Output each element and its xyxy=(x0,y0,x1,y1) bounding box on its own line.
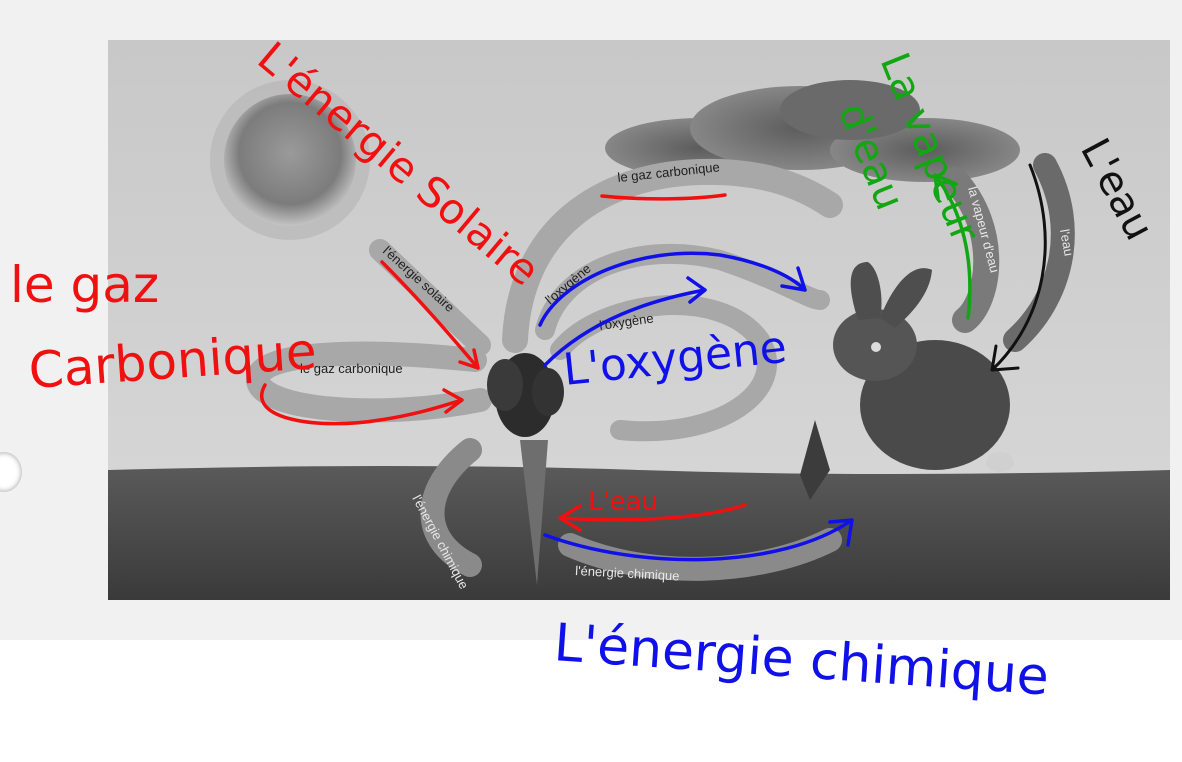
handwritten-chemical-energy: L'énergie chimique xyxy=(552,613,1051,707)
handwritten-water-soil: L'eau xyxy=(588,487,658,517)
handwritten-co2-line1: le gaz xyxy=(10,256,159,314)
